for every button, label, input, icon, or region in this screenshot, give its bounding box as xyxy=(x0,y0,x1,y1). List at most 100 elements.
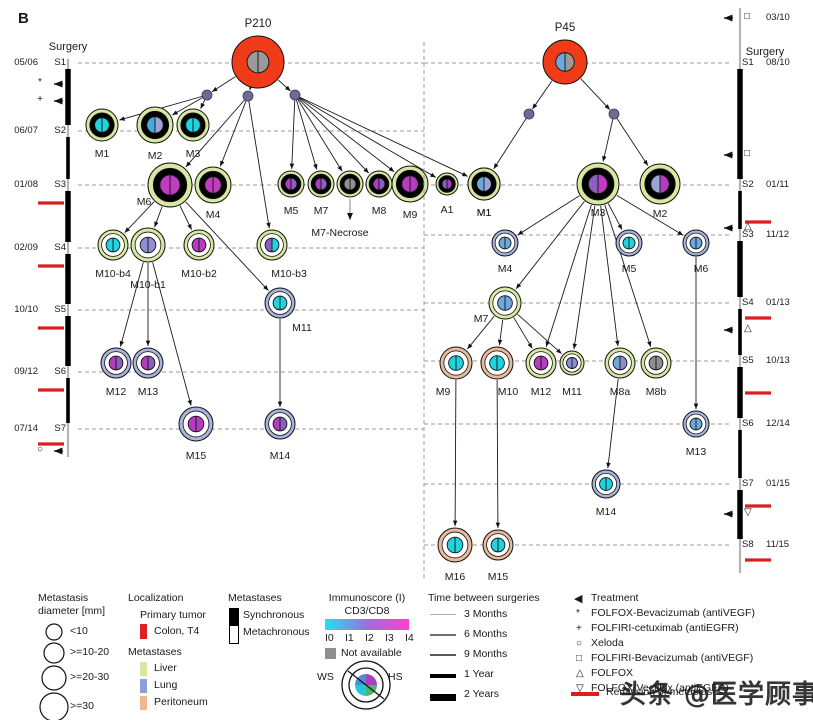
legend-treatment-symbol-5: ▽ xyxy=(576,683,584,694)
legend-time-label-4: 2 Years xyxy=(464,688,500,700)
tumor-node-M10b2 xyxy=(183,229,215,261)
surgery-date-right-S3: 11/12 xyxy=(766,229,790,240)
node-label-M9: M9 xyxy=(435,386,451,398)
surgery-marker-left-S7: S7 xyxy=(54,423,66,434)
treatment-symbol-left-2: ○ xyxy=(36,444,44,455)
surgery-marker-left-S5: S5 xyxy=(54,304,66,315)
legend-size-title-1: Metastasis xyxy=(38,592,89,604)
surgery-date-left-S1: 05/06 xyxy=(14,57,38,68)
node-label-M2: M2 xyxy=(652,208,668,220)
legend-primary-tumor-title: Primary tumor xyxy=(140,609,206,621)
node-label-M10: M10 xyxy=(497,386,519,398)
legend-size-circles xyxy=(39,623,69,720)
tumor-node-M7 xyxy=(488,286,522,320)
legend-metachronous-swatch xyxy=(229,625,239,644)
tumor-node-M4 xyxy=(194,166,232,204)
node-label-M2: M2 xyxy=(147,150,163,162)
legend-treatment-symbol-2: ○ xyxy=(576,638,583,649)
treatment-symbol-right-1: □ xyxy=(744,148,751,159)
legend-size-title-2: diameter [mm] xyxy=(38,605,106,617)
tumor-node-M12 xyxy=(525,347,557,379)
tumor-node-M13 xyxy=(682,410,710,438)
legend-hs-label: HS xyxy=(388,671,403,683)
node-label-M5: M5 xyxy=(621,263,637,275)
node-label-M13: M13 xyxy=(137,386,159,398)
tumor-node-M5 xyxy=(277,170,305,198)
legend-time-title: Time between surgeries xyxy=(428,592,540,604)
surgery-date-right-S8: 11/15 xyxy=(766,539,790,550)
surgery-date-right-S5: 10/13 xyxy=(766,355,790,366)
legend-remission-label: Remission of metastases xyxy=(606,686,724,698)
legend-met-swatch-liver xyxy=(140,662,147,676)
tumor-node-M13 xyxy=(132,347,164,379)
tumor-node-M10 xyxy=(480,346,514,380)
clone-junction-1 xyxy=(523,108,535,120)
legend-metastases-loc-title: Metastases xyxy=(128,646,182,658)
primary-tumor-p210 xyxy=(231,35,285,89)
legend-immunoscore-tick-I0: I0 xyxy=(325,632,334,644)
legend-immunoscore-tick-I2: I2 xyxy=(365,632,374,644)
surgery-gridlines xyxy=(78,62,732,546)
legend-treatment-marker: ◀ xyxy=(574,593,583,605)
surgery-marker-right-S7: S7 xyxy=(742,478,754,489)
legend-immunoscore-gradient xyxy=(325,619,409,630)
legend-size-circle-1 xyxy=(43,642,65,664)
tumor-node-M4 xyxy=(491,229,519,257)
tumor-node-M14 xyxy=(591,469,621,499)
legend-size-circle-3 xyxy=(39,692,69,720)
necrose-annotation: M7-Necrose xyxy=(311,227,369,239)
tumor-node-M8b xyxy=(640,347,672,379)
surgery-marker-left-S3: S3 xyxy=(54,179,66,190)
surgery-marker-left-S2: S2 xyxy=(54,125,66,136)
legend-size-label-3: >=30 xyxy=(70,700,94,712)
legend-size-circle-0 xyxy=(45,623,63,641)
surgery-header-right: Surgery xyxy=(745,46,785,58)
surgery-marker-right-S2: S2 xyxy=(742,179,754,190)
node-label-M12: M12 xyxy=(530,386,552,398)
node-label-M10b1: M10-b1 xyxy=(130,279,166,291)
legend-treatment-label-0: FOLFOX-Bevacizumab (antiVEGF) xyxy=(591,607,755,619)
legend-treatment-label-4: FOLFOX xyxy=(591,667,634,679)
legend-metastases-title: Metastases xyxy=(228,592,282,604)
tumor-node-M16 xyxy=(437,527,473,563)
legend-met-label-liver: Liver xyxy=(154,662,177,674)
surgery-date-left-S3: 01/08 xyxy=(14,179,38,190)
legend-treatment-symbol-1: + xyxy=(576,623,582,634)
surgery-date-left-S7: 07/14 xyxy=(14,423,38,434)
treatment-symbol-left-1: + xyxy=(37,94,43,105)
treatment-date-right-0: 03/10 xyxy=(766,12,790,23)
tumor-node-M9 xyxy=(391,165,429,203)
legend-immunoscore-title-2: CD3/CD8 xyxy=(344,605,390,617)
node-label-M11: M11 xyxy=(562,386,582,398)
primary-tumor-label-p45: P45 xyxy=(554,22,576,34)
node-label-M1: M1 xyxy=(476,207,492,219)
tumor-node-M15 xyxy=(178,406,214,442)
node-label-M8b: M8b xyxy=(645,386,667,398)
legend-time-swatch-2 xyxy=(430,654,456,657)
phylogeny-diagram xyxy=(38,8,771,580)
legend-time-label-0: 3 Months xyxy=(464,608,508,620)
legend-remission-swatch xyxy=(571,692,599,696)
node-label-A1: A1 xyxy=(440,204,454,216)
legend-immunoscore-tick-I1: I1 xyxy=(345,632,354,644)
panel-letter: B xyxy=(18,10,29,27)
figure-legend: Metastasis diameter [mm] <10>=10-20>=20-… xyxy=(0,586,813,723)
node-label-M7: M7 xyxy=(473,313,489,325)
legend-treatment-symbol-0: * xyxy=(576,608,580,619)
surgery-date-right-S1: 08/10 xyxy=(766,57,790,68)
tumor-node-A1 xyxy=(435,172,459,196)
surgery-date-right-S7: 01/15 xyxy=(766,478,790,489)
legend-ws-label: WS xyxy=(317,671,334,683)
legend-not-available-swatch xyxy=(325,648,336,659)
legend-met-label-lung: Lung xyxy=(154,679,178,691)
surgery-marker-left-S1: S1 xyxy=(54,57,66,68)
tumor-node-M11 xyxy=(559,350,585,376)
tumor-node-M2 xyxy=(136,106,174,144)
legend-time-swatch-0 xyxy=(430,614,456,615)
node-label-M11: M11 xyxy=(292,322,312,334)
tumor-node-M7N xyxy=(336,170,364,198)
treatment-symbol-right-0: □ xyxy=(744,11,751,22)
legend-met-swatch-lung xyxy=(140,679,147,693)
tumor-node-M6 xyxy=(682,229,710,257)
legend-treatment-label-5: FOLFOX-Vectibix (antiEGFR) xyxy=(591,682,729,694)
